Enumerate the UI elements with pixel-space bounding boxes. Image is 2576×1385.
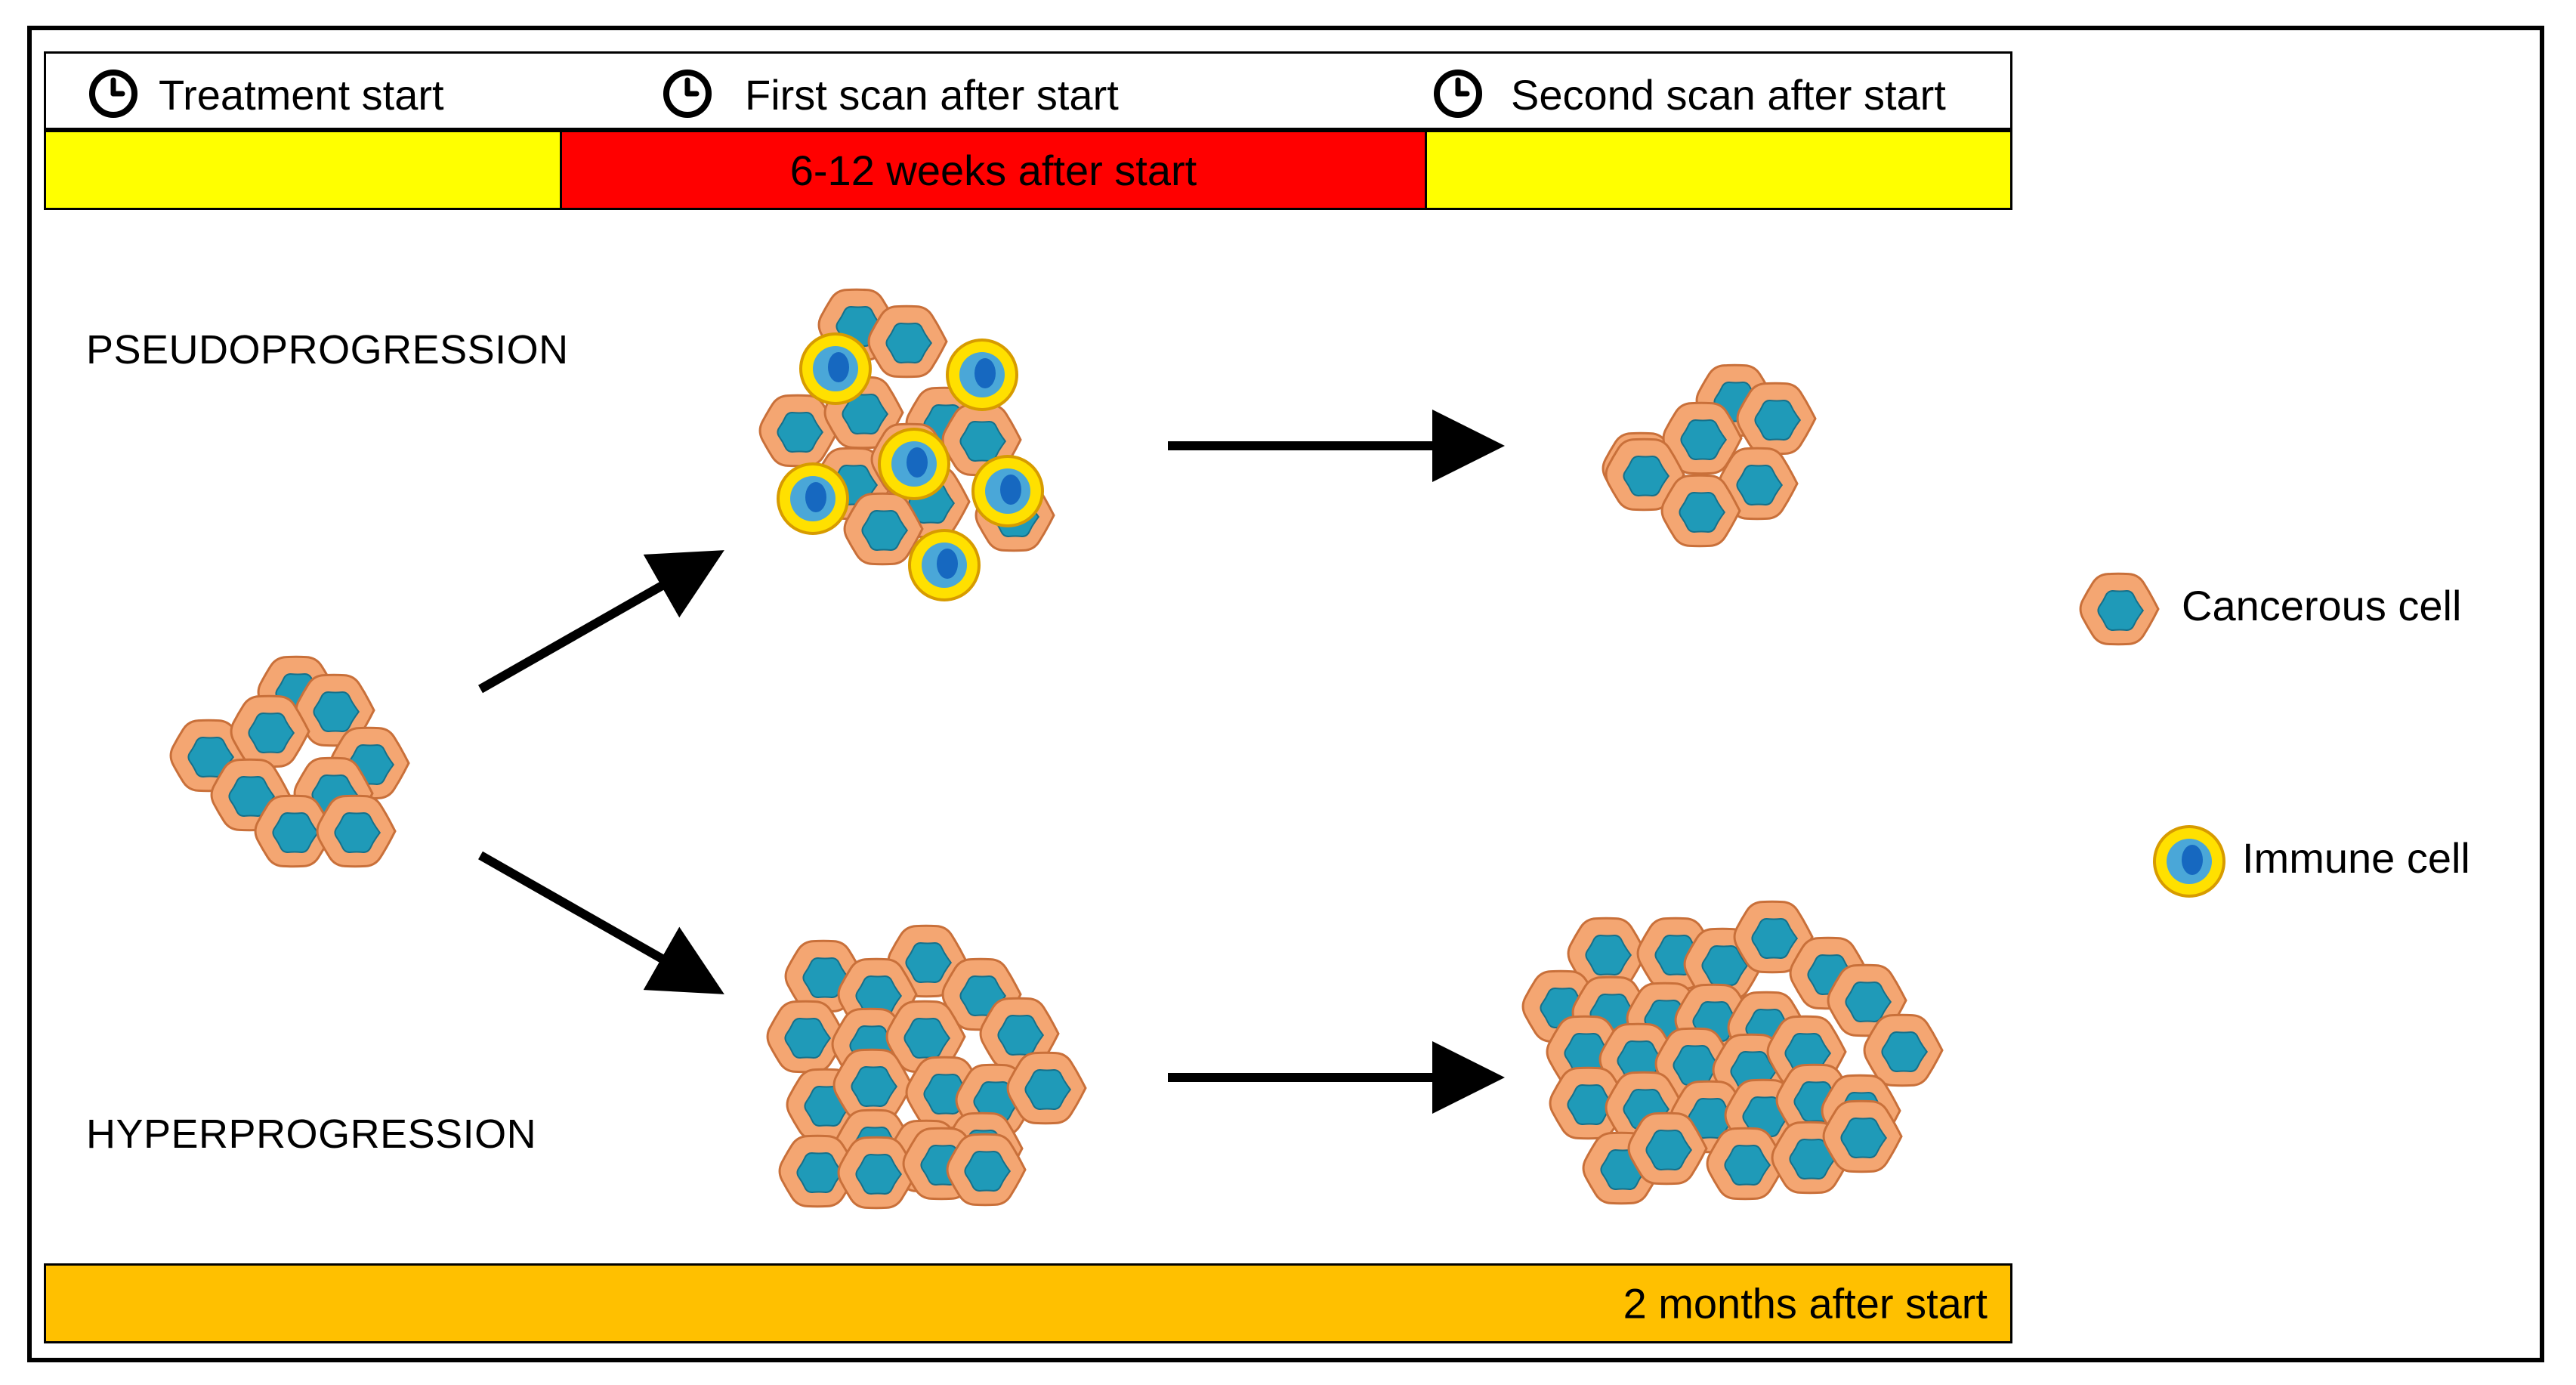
- hyperprogression-label: HYPERPROGRESSION: [86, 1111, 537, 1157]
- cancerous-cell: [316, 794, 397, 868]
- cancerous-cell: [766, 1000, 847, 1074]
- cancerous-cell: [1605, 437, 1685, 512]
- cancerous-cell: [758, 394, 839, 468]
- cancerous-cell: [1006, 1051, 1087, 1125]
- immune-cell: [2153, 825, 2225, 898]
- cancerous-cell: [1863, 1013, 1944, 1087]
- cancerous-cell: [832, 1048, 913, 1122]
- figure-frame: [27, 26, 2544, 1362]
- cancerous-cell: [946, 1133, 1027, 1207]
- cancerous-cell: [230, 694, 310, 768]
- timeline-header: [44, 51, 2012, 130]
- cancerous-cell: [885, 1000, 966, 1074]
- cancerous-cell: [1822, 1099, 1903, 1173]
- cancerous-cell: [254, 794, 335, 868]
- arrow-to-hyper: [478, 851, 724, 994]
- bottom-bar-label: 2 months after start: [1623, 1279, 1988, 1328]
- segment-6-12-weeks: 6-12 weeks after start: [560, 130, 1427, 210]
- cancerous-cell: [1660, 474, 1741, 548]
- cancerous-cell: [2079, 572, 2160, 646]
- cancerous-cell: [1733, 900, 1814, 974]
- cancerous-cell: [1549, 1066, 1629, 1140]
- clock-icon: [89, 70, 137, 118]
- clock-icon: [1434, 70, 1482, 118]
- cancerous-cell: [778, 1134, 859, 1208]
- cancerous-cell: [1567, 917, 1648, 991]
- period-label: 6-12 weeks after start: [789, 146, 1197, 194]
- cancerous-cell: [1718, 447, 1799, 521]
- immune-cell: [946, 339, 1018, 411]
- immune-cell: [908, 529, 981, 601]
- milestone-label: Second scan after start: [1511, 71, 1946, 119]
- cancerous-cell: [843, 492, 924, 566]
- immune-cell: [971, 455, 1044, 527]
- cancerous-cell: [979, 997, 1060, 1071]
- cancerous-cell: [1736, 382, 1817, 456]
- immune-cell: [878, 428, 950, 500]
- cell-layer: [169, 288, 2225, 1210]
- immune-cell: [799, 332, 872, 405]
- cancerous-cell: [1627, 1111, 1708, 1186]
- milestone-label: Treatment start: [159, 71, 444, 119]
- arrow-to-pseudo: [478, 550, 724, 694]
- cancerous-cell: [837, 1136, 918, 1210]
- cancerous-cell: [1706, 1127, 1787, 1201]
- cancerous-cell: [867, 305, 948, 379]
- pseudoprogression-label: PSEUDOPROGRESSION: [86, 327, 569, 373]
- segment-after-scan: [1425, 130, 2012, 210]
- legend-immune-label: Immune cell: [2242, 834, 2470, 882]
- cancerous-cell: [1662, 401, 1743, 475]
- clock-icon: [663, 70, 712, 118]
- two-month-bar: 2 months after start: [44, 1263, 2012, 1343]
- milestone-label: First scan after start: [745, 71, 1119, 119]
- segment-before-scan: [44, 130, 562, 210]
- immune-cell: [777, 462, 849, 535]
- legend-cancer-label: Cancerous cell: [2182, 582, 2462, 629]
- timeline-bar: 6-12 weeks after start: [44, 130, 2012, 210]
